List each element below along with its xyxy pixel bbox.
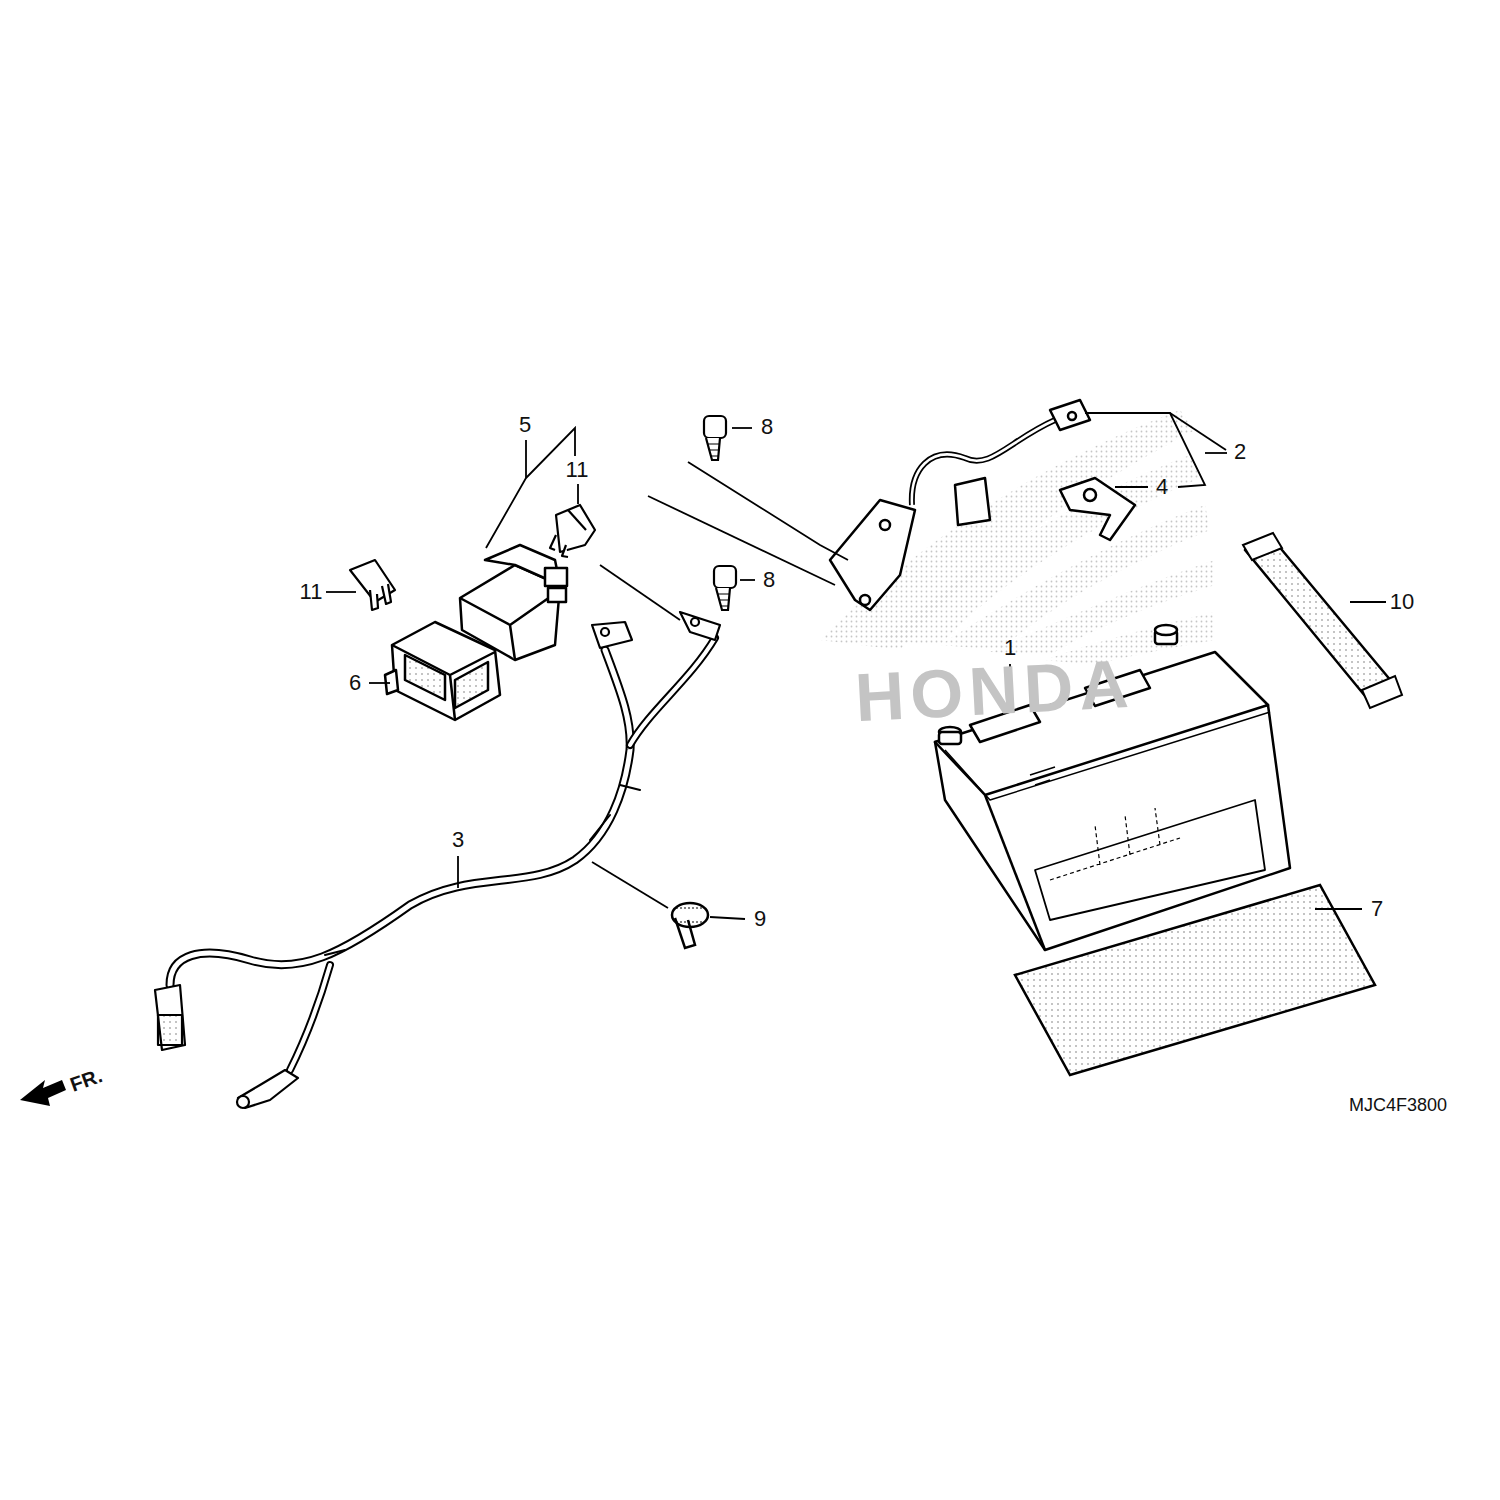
callout-number: 11 bbox=[300, 581, 323, 603]
leader-lines bbox=[326, 413, 1386, 919]
fuse bbox=[350, 505, 595, 610]
relay-cover bbox=[385, 622, 500, 720]
callout-number: 9 bbox=[754, 908, 766, 930]
battery-cable bbox=[170, 638, 715, 1070]
callout-number: 8 bbox=[763, 569, 775, 591]
callout-number: 10 bbox=[1390, 591, 1414, 613]
figure-code: MJC4F3800 bbox=[1349, 1096, 1447, 1114]
front-arrow bbox=[20, 1080, 66, 1106]
callout-number: 4 bbox=[1156, 476, 1168, 498]
sensor-bracket bbox=[830, 400, 1135, 610]
watermark-text: HONDA bbox=[854, 649, 1137, 732]
battery-strap bbox=[1243, 533, 1402, 708]
cable-terminals bbox=[155, 612, 720, 1108]
callout-number: 1 bbox=[1004, 637, 1016, 659]
callout-number: 5 bbox=[519, 414, 531, 436]
callout-number: 6 bbox=[349, 672, 361, 694]
callout-number: 7 bbox=[1371, 898, 1383, 920]
callout-number: 2 bbox=[1234, 441, 1246, 463]
cable-tie bbox=[672, 903, 708, 948]
callout-number: 11 bbox=[566, 459, 589, 481]
front-indicator: FR. bbox=[67, 1065, 104, 1095]
bolt bbox=[704, 416, 736, 610]
callout-number: 8 bbox=[761, 416, 773, 438]
watermark-wing bbox=[820, 410, 1215, 665]
callout-number: 3 bbox=[452, 829, 464, 851]
